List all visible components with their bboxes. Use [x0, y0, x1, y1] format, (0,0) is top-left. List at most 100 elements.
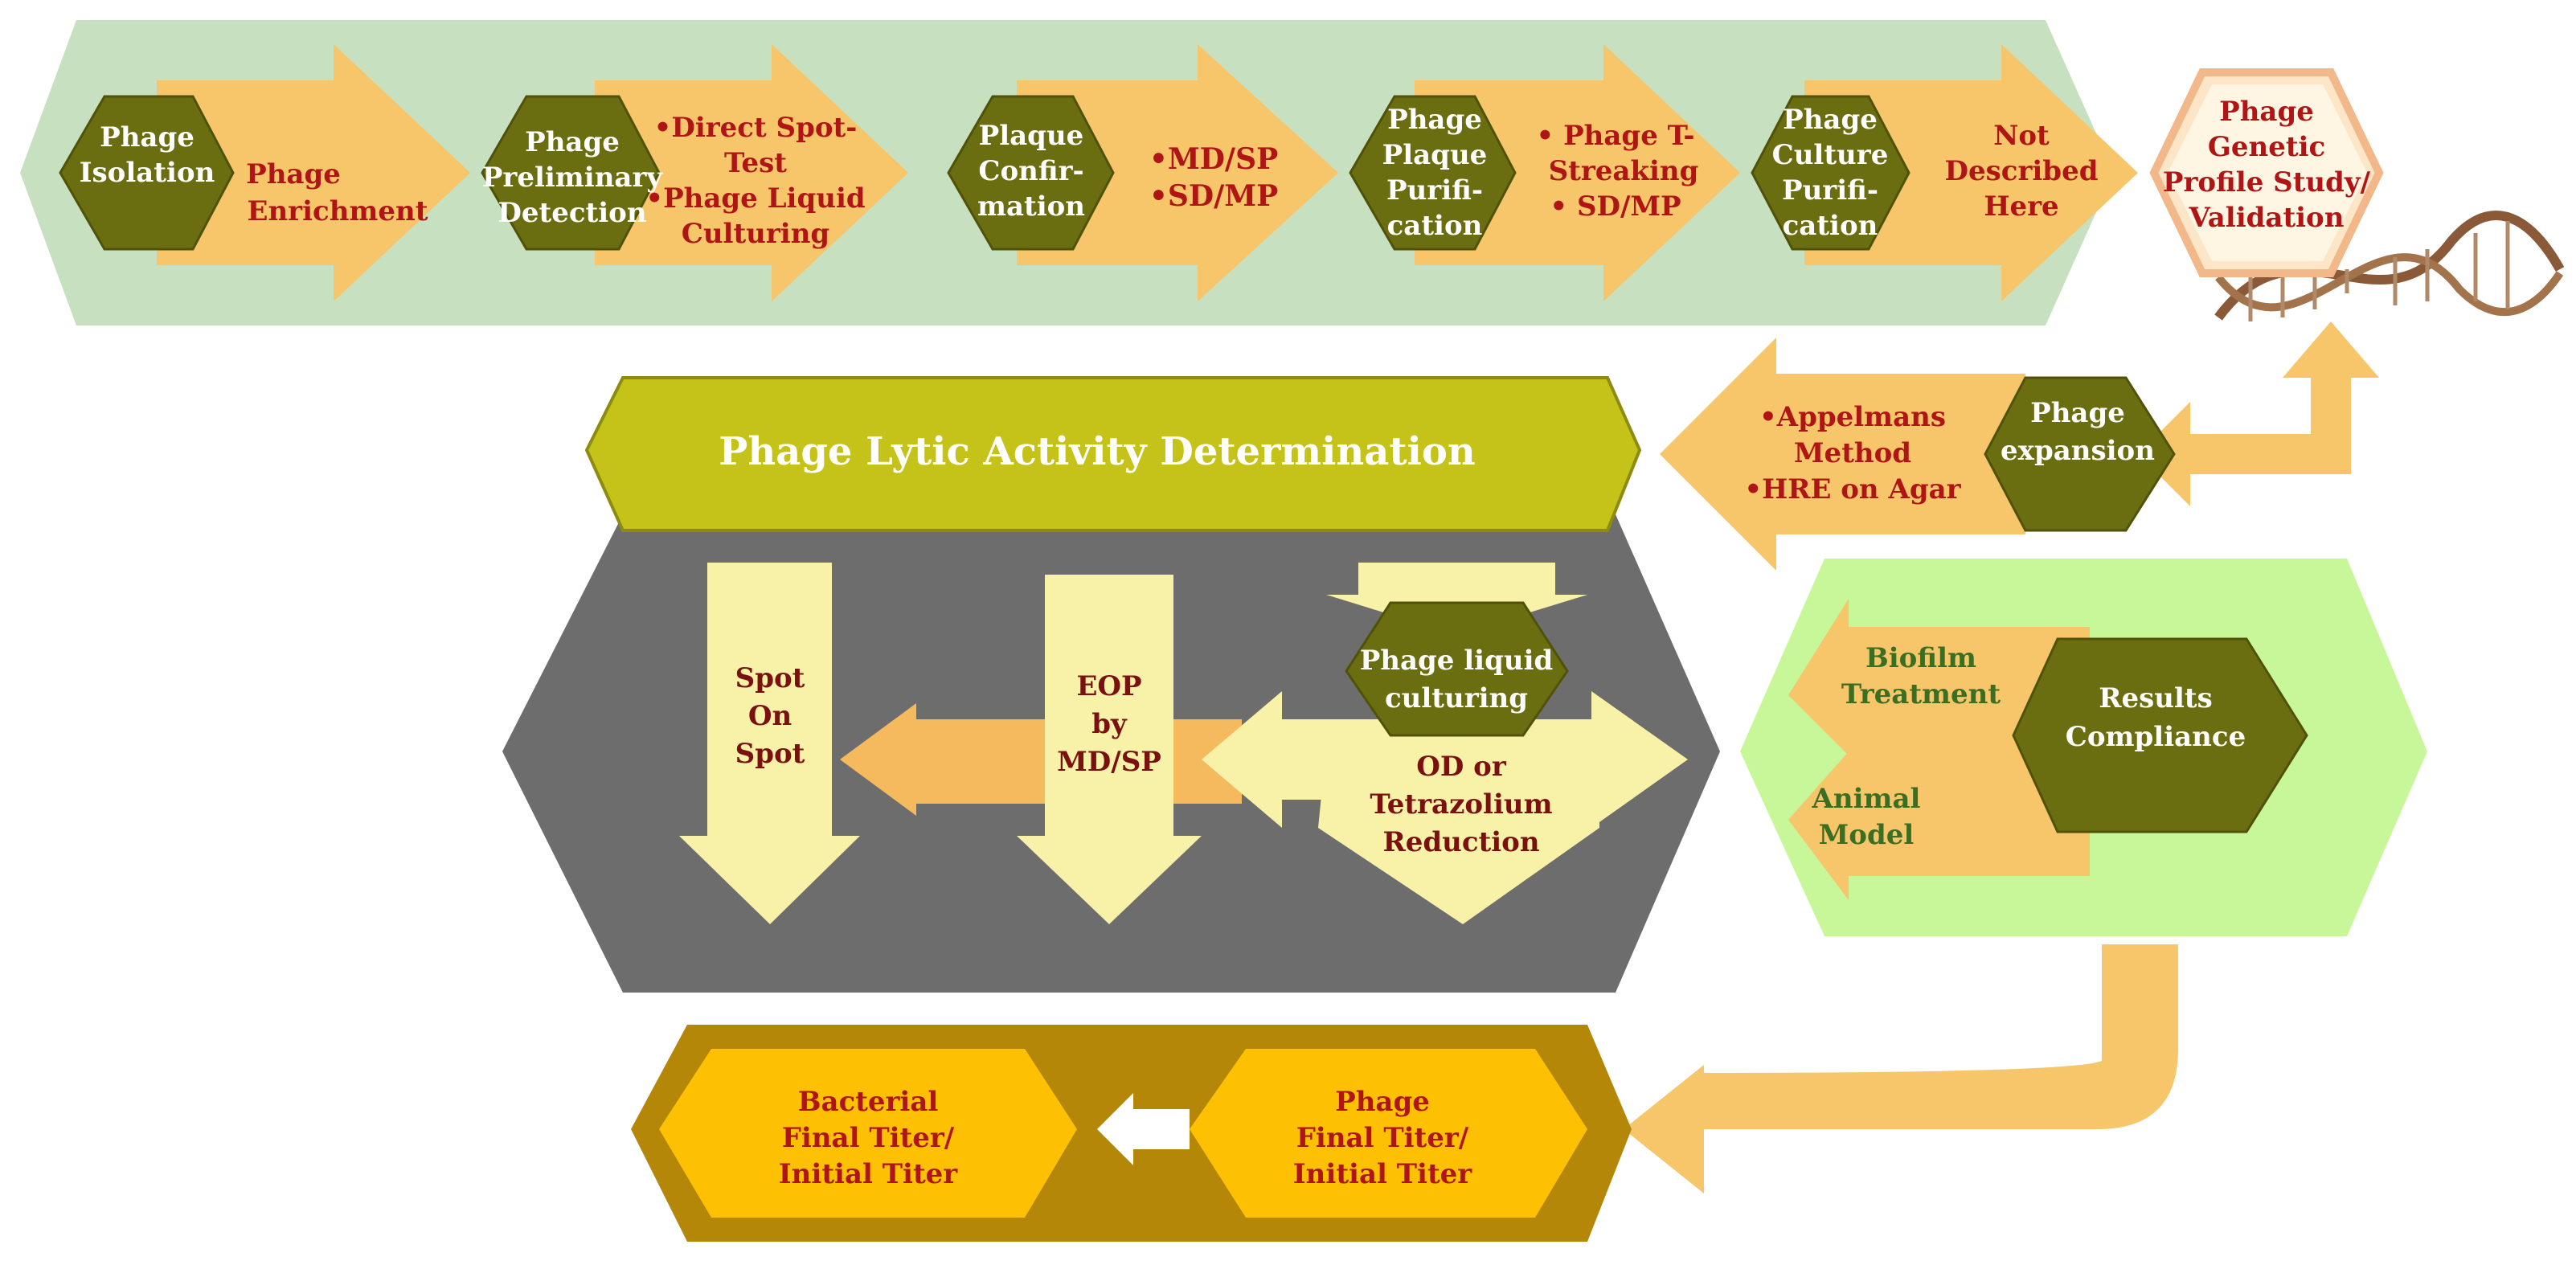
results-to-titer-arrow-head	[1624, 1081, 1704, 1181]
results-hex	[2012, 637, 2308, 833]
step-4-arrow	[1415, 44, 1740, 301]
liquid-line-2: culturing	[1385, 682, 1528, 714]
step-3-hex	[947, 95, 1115, 251]
spot-down-arrow	[679, 563, 860, 924]
step-5-hex-line-4: cation	[1783, 210, 1878, 242]
animal-arrow	[1788, 751, 2090, 900]
liquid-hex	[1345, 601, 1569, 737]
expansion-hex-line-2: expansion	[2001, 435, 2155, 467]
lytic-section: Phage Lytic Activity Determination Spot …	[502, 376, 1720, 993]
od-line-3: Reduction	[1382, 826, 1539, 858]
step-1-hex-line-2: Isolation	[80, 157, 215, 189]
eop-line-3: MD/SP	[1057, 746, 1161, 778]
biofilm-arrow	[1788, 599, 2090, 768]
bacterial-line-1: Bacterial	[798, 1086, 939, 1118]
step-2-hex-line-2: Preliminary	[482, 162, 663, 194]
step-2-hex-line-3: Detection	[498, 197, 646, 229]
connector-arrow-up	[2190, 321, 2379, 474]
pipeline-step-1: Phage Isolation Phage Enrichment	[59, 44, 470, 301]
titer-section: Bacterial Final Titer/ Initial Titer Pha…	[631, 944, 2178, 1242]
od-down-arrow	[1318, 747, 1599, 924]
step-5-hex-line-3: Purifi-	[1782, 174, 1878, 207]
step-3-arrow-line-2: •SD/MP	[1149, 179, 1278, 213]
bacterial-line-2: Final Titer/	[782, 1122, 955, 1154]
lytic-title: Phage Lytic Activity Determination	[719, 429, 1475, 474]
step-4-hex-line-1: Phage	[1387, 104, 1482, 136]
pipeline-step-5: Phage Culture Purifi- cation Not Describ…	[1751, 44, 2138, 301]
step-5-hex-line-2: Culture	[1772, 139, 1889, 171]
genetic-line-3: Profile Study/	[2163, 166, 2371, 199]
step-1-hex-line-1: Phage	[100, 121, 195, 154]
phage-titer-line-1: Phage	[1335, 1086, 1430, 1118]
step-2-arrow-line-1: •Direct Spot-	[654, 112, 858, 144]
pipeline-step-2: Phage Preliminary Detection •Direct Spot…	[481, 44, 908, 301]
step-3-arrow	[1017, 44, 1338, 301]
step-3-hex-line-1: Plaque	[979, 120, 1084, 152]
genetic-line-1: Phage	[2219, 96, 2314, 128]
step-5-arrow-line-3: Here	[1984, 190, 2058, 223]
step-5-arrow-line-1: Not	[1993, 120, 2050, 152]
results-section: Biofilm Treatment Animal Model Results C…	[1740, 559, 2427, 936]
titer-connector-arrow	[1097, 1093, 1190, 1165]
lytic-header	[584, 376, 1642, 532]
od-line-2: Tetrazolium	[1370, 788, 1552, 821]
step-1-arrow	[157, 44, 470, 301]
biofilm-line-2: Treatment	[1841, 678, 2001, 710]
expansion-hex	[1984, 376, 2176, 532]
step-3-hex-line-2: Confir-	[978, 155, 1083, 187]
spot-line-3: Spot	[735, 738, 805, 770]
od-top-arrow	[1326, 563, 1587, 635]
pipeline-step-3: Plaque Confir- mation •MD/SP •SD/MP	[947, 44, 1338, 301]
bacterial-line-3: Initial Titer	[779, 1158, 958, 1190]
bacterial-titer-hex	[659, 1049, 1077, 1218]
eop-line-2: by	[1091, 708, 1128, 740]
step-1-arrow-line-1: Phage	[246, 158, 341, 190]
step-4-arrow-line-1: • Phage T-	[1537, 120, 1695, 152]
step-4-arrow-line-3: • SD/MP	[1550, 190, 1681, 223]
step-4-hex	[1349, 95, 1517, 251]
animal-line-2: Model	[1819, 819, 1915, 851]
step-4-arrow-line-2: Streaking	[1549, 155, 1699, 187]
eop-down-arrow	[1017, 575, 1202, 924]
animal-line-1: Animal	[1812, 783, 1921, 815]
pipeline-step-4: Phage Plaque Purifi- cation • Phage T- S…	[1349, 44, 1740, 301]
od-line-1: OD or	[1416, 751, 1507, 783]
step-5-arrow-line-2: Described	[1945, 155, 2099, 187]
genetic-profile-box: Phage Genetic Profile Study/ Validation	[2149, 68, 2384, 277]
step-4-hex-line-2: Plaque	[1382, 139, 1488, 171]
step-2-arrow	[595, 44, 908, 301]
spot-line-1: Spot	[735, 662, 805, 694]
step-3-arrow-line-1: •MD/SP	[1149, 142, 1278, 176]
step-1-arrow-line-2: Enrichment	[248, 195, 428, 227]
expansion-arrow-line-1: •Appelmans	[1759, 401, 1946, 433]
eop-line-1: EOP	[1076, 670, 1141, 702]
eop-spot-arrow	[840, 703, 1242, 816]
liquid-line-1: Phage liquid	[1360, 645, 1554, 677]
step-3-hex-line-3: mation	[977, 190, 1085, 223]
expansion-section: Phage expansion •Appelmans Method •HRE o…	[1660, 321, 2379, 571]
results-to-titer-arrow	[1624, 944, 2178, 1193]
phage-titer-line-2: Final Titer/	[1296, 1122, 1469, 1154]
step-2-hex	[481, 95, 661, 251]
step-2-hex-line-1: Phage	[525, 126, 620, 158]
step-5-arrow	[1804, 44, 2138, 301]
phage-titer-hex	[1190, 1049, 1587, 1218]
step-2-arrow-line-3: •Phage Liquid	[645, 182, 865, 215]
genetic-line-2: Genetic	[2208, 131, 2325, 163]
expansion-arrow	[1660, 338, 2025, 571]
expansion-arrow-line-3: •HRE on Agar	[1744, 473, 1961, 506]
step-1-hex	[59, 95, 235, 251]
step-4-hex-line-4: cation	[1387, 210, 1483, 242]
biofilm-line-1: Biofilm	[1865, 642, 1976, 674]
phage-titer-line-3: Initial Titer	[1293, 1158, 1472, 1190]
expansion-arrow-line-2: Method	[1794, 437, 1911, 469]
results-hex-line-1: Results	[2099, 682, 2213, 714]
genetic-line-4: Validation	[2189, 202, 2345, 234]
spot-line-2: On	[748, 700, 792, 732]
step-5-hex-line-1: Phage	[1783, 104, 1878, 136]
step-2-arrow-line-2: Test	[724, 147, 787, 179]
step-5-hex	[1751, 95, 1910, 251]
step-4-hex-line-3: Purifi-	[1386, 174, 1483, 207]
results-hex-line-2: Compliance	[2066, 721, 2246, 753]
